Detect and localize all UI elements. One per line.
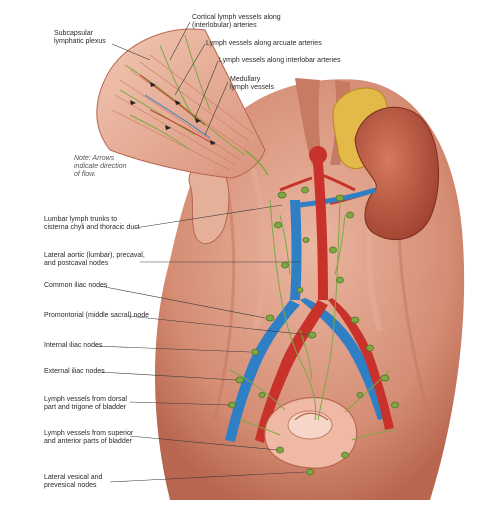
- lymph-vessels: [229, 199, 396, 441]
- aorta: [255, 146, 394, 443]
- kidney-wedge-inset: [96, 28, 269, 179]
- label-external-iliac-nodes: External iliac nodes: [44, 368, 105, 375]
- label-cortical-vessels: Cortical lymph vessels along(interlobula…: [192, 14, 281, 29]
- kidney: [354, 106, 440, 240]
- label-internal-iliac-nodes: Internal iliac nodes: [44, 342, 103, 349]
- bladder: [264, 396, 358, 469]
- label-interlobar-vessels: Lymph vessels along interlobar arteries: [219, 57, 341, 64]
- label-lateral-aortic-nodes: Lateral aortic (lumbar), precaval,and po…: [44, 252, 145, 267]
- label-common-iliac-nodes: Common iliac nodes: [44, 282, 108, 289]
- lymph-nodes: [228, 186, 399, 476]
- label-arcuate-vessels: Lymph vessels along arcuate arteries: [206, 40, 322, 47]
- leader-lines: [94, 21, 311, 483]
- label-promontorial-node: Promontorial (middle sacral) node: [44, 312, 150, 319]
